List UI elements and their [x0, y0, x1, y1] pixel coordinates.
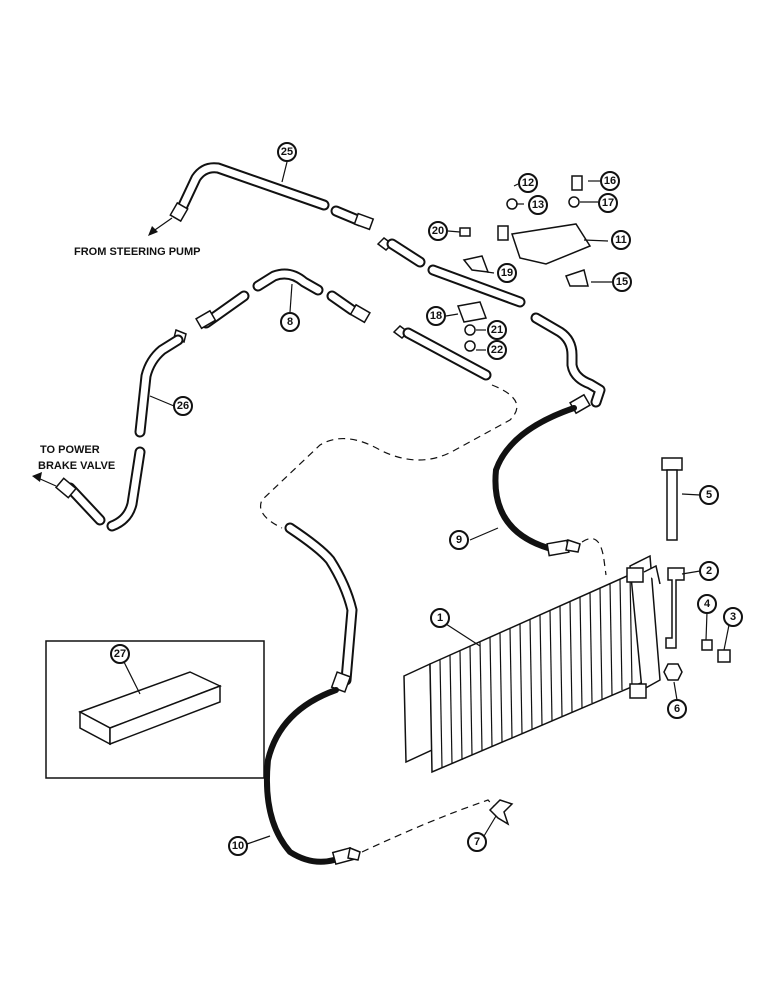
svg-text:12: 12: [522, 177, 534, 189]
svg-text:13: 13: [532, 199, 544, 211]
callout-22: 22: [487, 340, 507, 360]
callout-15: 15: [612, 272, 632, 292]
callout-20: 20: [428, 221, 448, 241]
svg-text:5: 5: [706, 489, 712, 501]
tube-8: [195, 268, 492, 381]
tube-26: [54, 328, 187, 532]
dashed-connections: [260, 384, 607, 853]
callout-25: 25: [277, 142, 297, 162]
svg-text:18: 18: [430, 310, 442, 322]
svg-text:26: 26: [177, 400, 189, 412]
svg-text:7: 7: [474, 836, 480, 848]
oil-cooler: [403, 554, 661, 774]
callout-18: 18: [426, 306, 446, 326]
callout-19: 19: [497, 263, 517, 283]
callout-2: 2: [699, 561, 719, 581]
svg-text:8: 8: [287, 316, 293, 328]
brake-valve-label: BRAKE VALVE: [38, 460, 115, 472]
svg-text:9: 9: [456, 534, 462, 546]
tube-25: [169, 162, 606, 408]
svg-text:27: 27: [114, 648, 126, 660]
svg-text:16: 16: [604, 175, 616, 187]
callout-10: 10: [228, 836, 248, 856]
svg-text:10: 10: [232, 840, 244, 852]
leader-lines: [123, 161, 730, 845]
svg-text:25: 25: [281, 146, 293, 158]
callout-9: 9: [449, 530, 469, 550]
to-power-label: TO POWER: [40, 444, 100, 456]
callout-4: 4: [697, 594, 717, 614]
callout-3: 3: [723, 607, 743, 627]
svg-text:21: 21: [491, 324, 503, 336]
svg-text:15: 15: [616, 276, 628, 288]
svg-text:4: 4: [704, 598, 711, 610]
callout-12: 12: [518, 173, 538, 193]
callout-13: 13: [528, 195, 548, 215]
callout-16: 16: [600, 171, 620, 191]
svg-text:22: 22: [491, 344, 503, 356]
hose-10: [263, 671, 361, 866]
callout-6: 6: [667, 699, 687, 719]
lower-tube: [284, 522, 358, 686]
callout-26: 26: [173, 396, 193, 416]
hose-9: [492, 393, 591, 557]
svg-text:2: 2: [706, 565, 712, 577]
arrows: [32, 217, 173, 487]
callout-27: 27: [110, 644, 130, 664]
svg-text:20: 20: [432, 225, 444, 237]
svg-text:17: 17: [602, 197, 614, 209]
callout-17: 17: [598, 193, 618, 213]
callout-21: 21: [487, 320, 507, 340]
callout-5: 5: [699, 485, 719, 505]
svg-text:6: 6: [674, 703, 680, 715]
svg-text:11: 11: [615, 234, 627, 246]
svg-text:1: 1: [437, 612, 443, 624]
from-steering-pump-label: FROM STEERING PUMP: [74, 246, 201, 258]
svg-text:3: 3: [730, 611, 736, 623]
callout-7: 7: [467, 832, 487, 852]
callout-1: 1: [430, 608, 450, 628]
callout-8: 8: [280, 312, 300, 332]
bolt-5: [661, 457, 683, 541]
fasteners: [456, 175, 731, 826]
bracket-2: [665, 567, 685, 649]
svg-text:19: 19: [501, 267, 513, 279]
inset-panel: [45, 640, 265, 779]
callout-11: 11: [611, 230, 631, 250]
